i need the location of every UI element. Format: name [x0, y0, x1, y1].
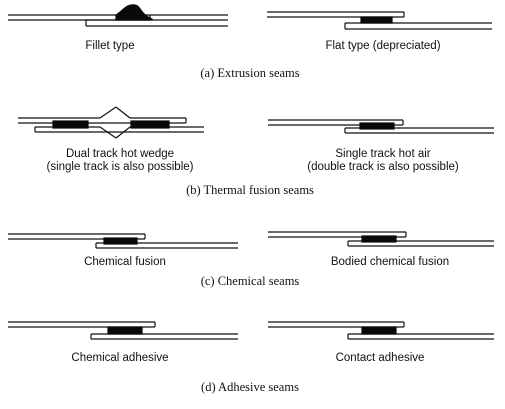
chemical-adhesive-seam-drawing: [8, 321, 238, 340]
adhesive-layer: [107, 326, 143, 335]
weld-track: [359, 122, 395, 130]
contact-adhesive-seam-drawing: [268, 321, 494, 340]
weld-track-right: [130, 120, 170, 129]
fillet-type-label: Fillet type: [85, 40, 135, 52]
bodied-fusion-zone: [361, 235, 397, 243]
extrusion-seams-caption: (a) Extrusion seams: [200, 66, 300, 80]
weld-track-left: [52, 120, 89, 129]
fillet-seam-drawing: [8, 4, 228, 27]
chemical-fusion-seam-drawing: [8, 233, 238, 249]
fusion-zone: [103, 237, 138, 245]
dual-track-label-line2: (single track is also possible): [46, 161, 194, 173]
contact-adhesive-layer: [361, 326, 397, 335]
dual-track-label-line1: Dual track hot wedge: [65, 148, 175, 160]
thermal-fusion-seams-caption: (b) Thermal fusion seams: [186, 183, 314, 197]
chemical-fusion-label: Chemical fusion: [84, 256, 166, 268]
single-track-seam-drawing: [268, 119, 494, 134]
adhesive-seams-caption: (d) Adhesive seams: [201, 380, 299, 394]
fillet-extrudate: [115, 4, 153, 21]
extrudate-bead: [360, 16, 393, 24]
single-track-label-line2: (double track is also possible): [307, 161, 459, 173]
chemical-adhesive-label: Chemical adhesive: [71, 352, 169, 364]
flat-type-label: Flat type (depreciated): [325, 40, 441, 52]
single-track-label-line1: Single track hot air: [335, 148, 431, 160]
bodied-chemical-fusion-seam-drawing: [268, 231, 494, 247]
air-channel-top-right: [115, 106, 131, 119]
air-channel-top-left: [99, 106, 117, 119]
bodied-chemical-fusion-label: Bodied chemical fusion: [330, 256, 450, 268]
flat-seam-drawing: [267, 11, 492, 30]
dual-track-seam-drawing: [18, 106, 204, 139]
contact-adhesive-label: Contact adhesive: [335, 352, 425, 364]
chemical-seams-caption: (c) Chemical seams: [200, 274, 300, 288]
